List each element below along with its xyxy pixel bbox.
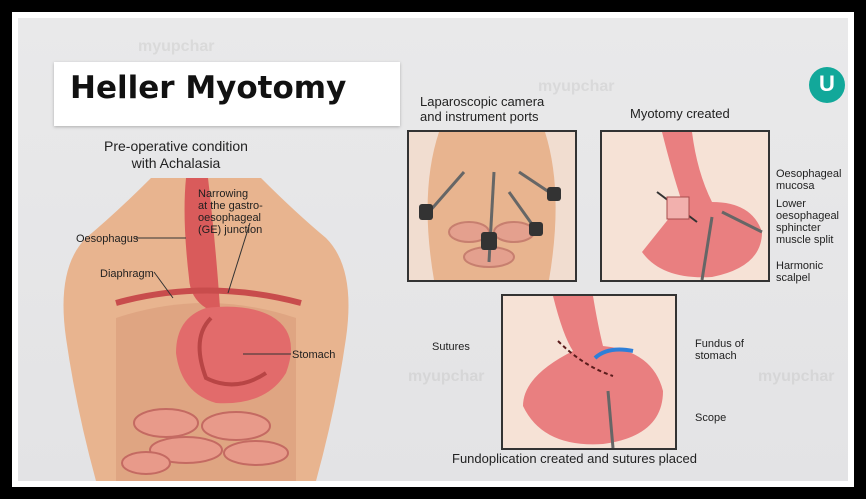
ports-illustration (407, 130, 577, 282)
inner-border: myupchar myupchar myupchar myupchar Hell… (12, 12, 854, 487)
mucosa-label: Oesophageal mucosa (776, 168, 841, 192)
scalpel-label: Harmonic scalpel (776, 260, 823, 284)
panel2-caption: Myotomy created (630, 106, 730, 121)
sutures-label: Sutures (432, 341, 470, 353)
panel1-caption: Laparoscopic camera and instrument ports (420, 94, 544, 124)
panel3-caption: Fundoplication created and sutures place… (452, 451, 697, 466)
scope-label: Scope (695, 412, 726, 424)
infographic-panel: myupchar myupchar myupchar myupchar Hell… (18, 18, 848, 481)
fundus-label: Fundus of stomach (695, 338, 744, 362)
sphincter-label: Lower oesophageal sphincter muscle split (776, 198, 839, 246)
fundoplication-illustration (501, 294, 677, 450)
myotomy-illustration (600, 130, 770, 282)
